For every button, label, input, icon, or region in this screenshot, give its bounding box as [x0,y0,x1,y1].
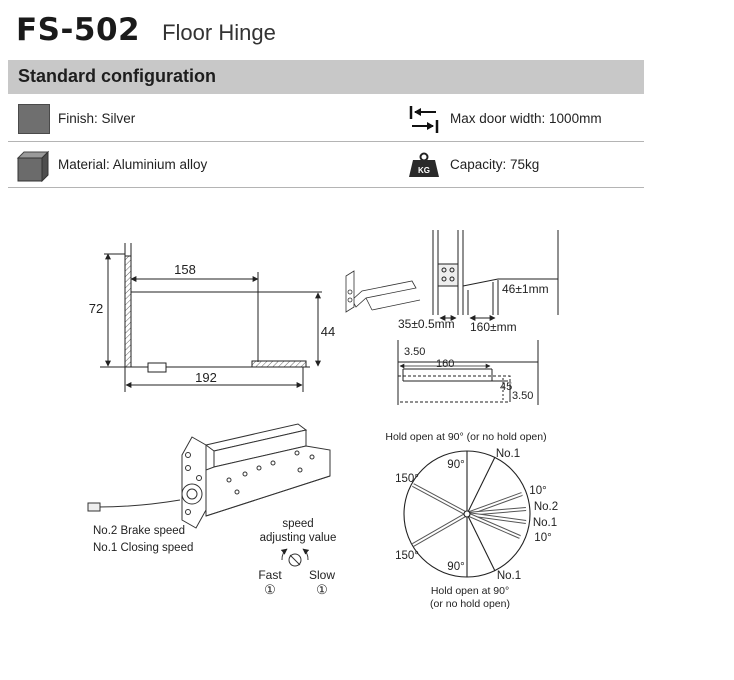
deg-150-top: 150° [395,473,419,485]
brake-speed-label: No.2 Brake speed [93,525,185,537]
slow-value: ① [316,582,328,597]
dim-192: 192 [195,370,217,385]
cutout-plan-drawing [397,340,539,405]
side-elevation-drawing [100,243,322,392]
technical-drawing: 158 72 44 192 46±1mm 35±0.5mm 160±mm [87,230,559,610]
dim-3.50-bottom: 3.50 [512,390,533,402]
dim-46: 46±1mm [502,282,549,296]
dim-160mm: 160±mm [470,320,517,334]
deg-10-bottom: 10° [534,532,551,544]
no1-mid-label: No.1 [533,517,557,529]
hold-open-top-label: Hold open at 90° (or no hold open) [385,431,546,443]
adjust-screw-icon [280,548,310,567]
width-arrows-icon [409,106,439,133]
fast-value: ① [264,582,276,597]
material-cube-icon [16,150,50,182]
floor-hinge-illustration [87,423,331,529]
finish-spec: Finish: Silver [58,111,136,126]
closing-speed-label: No.1 Closing speed [93,542,193,554]
model-number: FS-502 [16,12,141,48]
fast-label: Fast [258,568,282,582]
page-title: FS-502 Floor Hinge [16,12,276,48]
speed-adjust-label-2: adjusting value [260,532,337,544]
deg-150-bottom: 150° [395,550,419,562]
capacity-spec: Capacity: 75kg [450,157,540,172]
dim-35: 35±0.5mm [398,317,455,331]
slow-label: Slow [309,568,335,582]
front-section-drawing [432,230,559,321]
dim-160: 160 [436,358,454,370]
hold-open-bottom-label-2: (or no hold open) [430,598,510,610]
dim-45: 45 [500,381,512,393]
dim-158: 158 [174,262,196,277]
kg-label: KG [418,166,430,175]
material-spec: Material: Aluminium alloy [58,157,208,172]
weight-kg-icon: KG [409,152,439,177]
finish-swatch-icon [18,104,50,134]
speed-adjust-label-1: speed [282,518,313,530]
deg-90-top: 90° [447,459,464,471]
no1-bottom-label: No.1 [497,570,521,582]
divider [8,141,644,142]
section-header: Standard configuration [8,60,644,94]
deg-90-bottom: 90° [447,561,464,573]
dim-72: 72 [89,301,103,316]
deg-10-top: 10° [529,485,546,497]
no1-top-label: No.1 [496,448,520,460]
hold-open-bottom-label-1: Hold open at 90° [431,585,509,597]
dim-44: 44 [321,324,335,339]
dim-3.50-top: 3.50 [404,346,425,358]
product-name: Floor Hinge [162,20,276,45]
divider [8,187,644,188]
section-title: Standard configuration [18,66,216,86]
small-hinge-sketch [345,270,421,313]
max-width-spec: Max door width: 1000mm [450,111,602,126]
no2-label: No.2 [534,501,558,513]
angle-chart [403,450,531,578]
